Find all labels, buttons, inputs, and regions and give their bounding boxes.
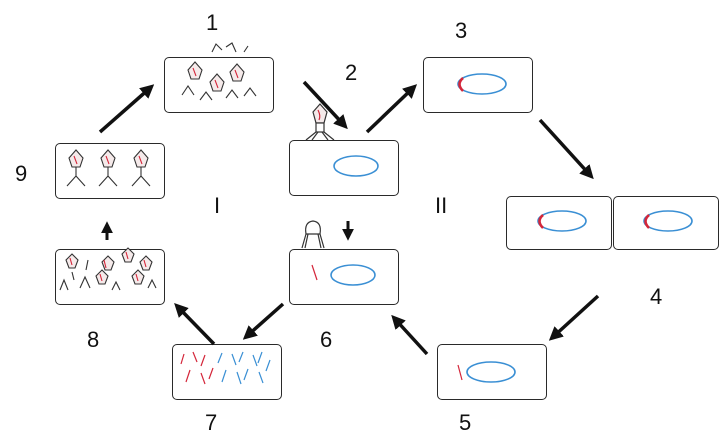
prophage-dna-stage-4a <box>538 214 544 229</box>
cell-stage-3 <box>423 57 533 113</box>
assembled-phages-stage-9 <box>66 149 151 187</box>
arrow-1-to-2 <box>302 80 348 130</box>
bacterial-dna-stage-4a <box>537 210 587 232</box>
label-lytic-cycle: I <box>214 193 221 218</box>
arrow-2-to-3 <box>365 84 418 134</box>
label-stage-1: 1 <box>206 10 219 35</box>
cell-stage-4-left <box>506 196 612 250</box>
phage-parts-stage-8 <box>59 247 157 291</box>
cell-stage-6 <box>289 249 399 305</box>
arrow-4-to-5 <box>548 294 600 341</box>
cell-stage-2 <box>289 140 399 196</box>
label-stage-6: 6 <box>320 327 333 352</box>
bacterial-dna-stage-3 <box>457 73 507 95</box>
label-stage-2: 2 <box>345 60 358 85</box>
label-stage-7: 7 <box>205 410 218 435</box>
label-stage-4: 4 <box>650 284 663 309</box>
bacterial-dna-stage-5 <box>466 361 516 383</box>
phage-attached-stage-2 <box>305 103 335 141</box>
cell-stage-7 <box>172 344 282 400</box>
prophage-dna-stage-3 <box>458 77 464 92</box>
label-stage-8: 8 <box>87 327 100 352</box>
arrow-3-to-4 <box>538 118 594 180</box>
phage-dna-stage-5 <box>457 364 463 381</box>
bacterial-dna-stage-2 <box>333 155 379 177</box>
arrow-6-to-7 <box>242 302 285 340</box>
phage-dna-stage-6 <box>311 264 318 281</box>
prophage-dna-stage-4b <box>644 214 650 229</box>
label-lysogenic-cycle: II <box>435 193 448 218</box>
arrow-5-to-6 <box>391 314 429 356</box>
cell-stage-5 <box>437 344 547 400</box>
bacterial-dna-stage-4b <box>643 210 693 232</box>
arrow-7-to-8 <box>174 302 216 346</box>
label-stage-5: 5 <box>459 410 472 435</box>
label-stage-9: 9 <box>15 161 28 186</box>
cell-stage-4-right <box>613 196 719 250</box>
empty-capsid-stage-6 <box>301 220 325 249</box>
lysing-phages-stage-1 <box>181 42 257 101</box>
label-stage-3: 3 <box>455 18 468 43</box>
dna-fragments-stage-7 <box>180 351 271 385</box>
bacterial-dna-stage-6 <box>330 264 376 286</box>
arrow-9-to-1 <box>98 84 155 134</box>
